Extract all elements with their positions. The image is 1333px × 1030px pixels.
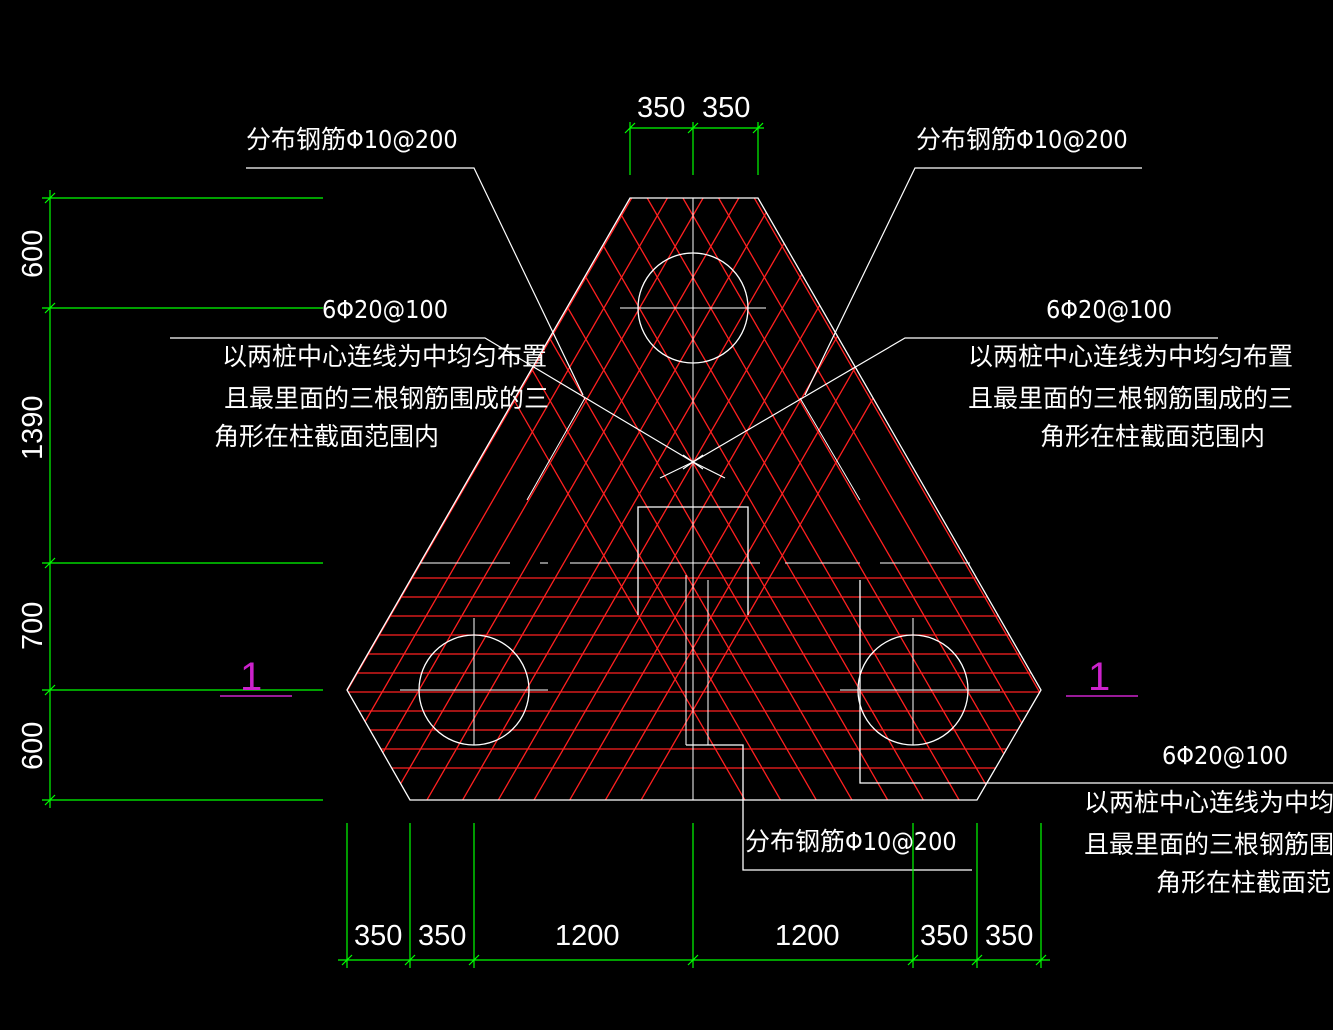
rebar-line xyxy=(548,198,954,800)
column-line-bottom xyxy=(686,744,972,871)
rebar-line xyxy=(441,198,847,800)
dim-left-1: 600 xyxy=(17,230,49,278)
rebar-line xyxy=(476,198,883,800)
dim-bottom-4: 1200 xyxy=(775,920,840,952)
rebar-line xyxy=(0,198,239,898)
dim-left-3: 700 xyxy=(17,602,49,650)
rebar-spec-bottom: 6Φ20@100 xyxy=(1162,741,1288,770)
rebar-line xyxy=(405,198,811,800)
rebar-line xyxy=(503,198,910,800)
rebar-note-left-2: 且最里面的三根钢筋围成的三 xyxy=(224,384,549,413)
rebar-line xyxy=(347,198,668,800)
rebar-line xyxy=(583,198,990,800)
dim-bottom-6: 350 xyxy=(985,920,1033,952)
dim-top-1: 350 xyxy=(637,92,685,124)
rebar-line xyxy=(575,198,981,800)
center-lines xyxy=(400,198,1000,800)
column-line-right xyxy=(859,580,1333,784)
rebar-note-bottom-1: 以两桩中心连线为中均匀布置 xyxy=(1084,788,1333,817)
dist-bar-label-top-left: 分布钢筋Φ10@200 xyxy=(246,125,458,154)
dist-bar-label-bottom: 分布钢筋Φ10@200 xyxy=(745,827,957,856)
rebar-line xyxy=(0,198,310,898)
rebar-note-right-1: 以两桩中心连线为中均匀布置 xyxy=(968,342,1293,371)
section-mark-left-label: 1 xyxy=(240,655,262,699)
rebar-note-bottom-2: 且最里面的三根钢筋围成的三 xyxy=(1084,830,1333,859)
rebar-spec-right: 6Φ20@100 xyxy=(1046,295,1172,324)
rebar-line xyxy=(718,198,1041,800)
pile-cap-outline xyxy=(346,197,1042,801)
dim-top-2: 350 xyxy=(702,92,750,124)
rebar-line xyxy=(347,198,740,800)
rebar-line xyxy=(396,198,803,800)
section-mark-right-label: 1 xyxy=(1088,655,1110,699)
rebar-line xyxy=(610,198,1017,800)
dim-left-2: 1390 xyxy=(17,395,49,460)
rebar-line xyxy=(0,198,275,898)
rebar-line xyxy=(347,198,633,800)
dim-bottom-2: 350 xyxy=(418,920,466,952)
dimension-lines xyxy=(42,122,1050,968)
leader-lines xyxy=(170,167,1218,479)
rebar-line xyxy=(753,198,1041,800)
dim-bottom-1: 350 xyxy=(354,920,402,952)
dist-bar-label-top-right: 分布钢筋Φ10@200 xyxy=(916,125,1128,154)
rebar-line xyxy=(468,198,874,800)
rebar-line xyxy=(0,198,346,898)
rebar-note-bottom-3: 角形在柱截面范围内 xyxy=(1156,868,1333,897)
rebar-spec-left: 6Φ20@100 xyxy=(322,295,448,324)
rebar-note-left-1: 以两桩中心连线为中均匀布置 xyxy=(222,342,547,371)
dim-bottom-5: 350 xyxy=(920,920,968,952)
section-cut-mark-right: 1 xyxy=(1066,655,1138,699)
dim-bottom-3: 1200 xyxy=(555,920,620,952)
rebar-note-right-3: 角形在柱截面范围内 xyxy=(1040,422,1265,451)
rebar-line xyxy=(432,198,838,800)
section-cut-mark-left: 1 xyxy=(220,655,292,699)
rebar-line xyxy=(512,198,918,800)
rebar-note-right-2: 且最里面的三根钢筋围成的三 xyxy=(968,384,1293,413)
dim-left-4: 600 xyxy=(17,722,49,770)
rebar-line xyxy=(369,198,776,800)
rebar-line xyxy=(539,198,945,800)
rebar-note-left-3: 角形在柱截面范围内 xyxy=(214,422,439,451)
rebar-line xyxy=(646,198,1041,800)
